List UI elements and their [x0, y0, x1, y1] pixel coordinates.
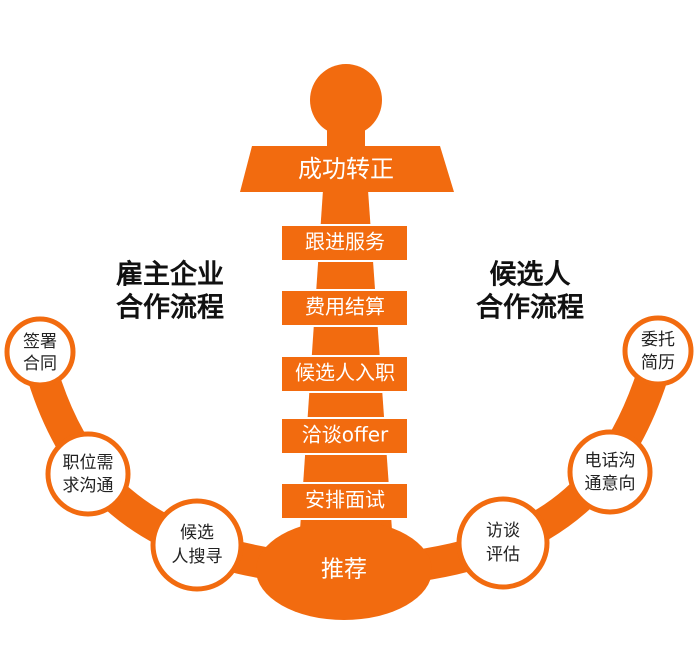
step-label-1: 跟进服务 — [305, 230, 385, 254]
step-list: 跟进服务 费用结算 候选人入职 洽谈offer 安排面试 — [280, 224, 409, 520]
right-title-line-2: 合作流程 — [476, 292, 584, 324]
right-title-line-1: 候选人 — [490, 260, 571, 291]
right-node-1-line-2: 简历 — [641, 353, 675, 373]
left-title-line-1: 雇主企业 — [116, 259, 224, 291]
left-node-3-line-1: 候选 — [180, 523, 214, 543]
step-label-3: 候选人入职 — [295, 361, 395, 385]
left-node-2-line-1: 职位需 — [63, 453, 114, 473]
left-node-3-line-2: 人搜寻 — [172, 547, 223, 567]
top-box-label: 成功转正 — [298, 155, 394, 183]
top-box — [240, 146, 454, 192]
left-node-2-line-2: 求沟通 — [63, 476, 114, 496]
step-box-3 — [280, 355, 409, 393]
left-node-3: 候选 人搜寻 — [150, 498, 244, 592]
right-node-3: 访谈 评估 — [456, 496, 550, 590]
step-label-5: 安排面试 — [305, 488, 385, 512]
left-node-1-line-1: 签署 — [23, 332, 57, 352]
left-node-2: 职位需 求沟通 — [45, 431, 131, 517]
step-box-1 — [280, 224, 409, 262]
step-box-4 — [280, 417, 409, 455]
right-node-2-line-2: 通意向 — [585, 474, 636, 494]
right-node-2: 电话沟 通意向 — [567, 429, 653, 515]
step-box-2 — [280, 289, 409, 327]
right-node-1-line-1: 委托 — [641, 330, 675, 350]
bottom-label: 推荐 — [321, 557, 367, 583]
step-box-5 — [280, 482, 409, 520]
anchor-arm-right — [384, 334, 676, 584]
right-node-3-line-1: 访谈 — [486, 521, 520, 541]
right-node-3-line-2: 评估 — [486, 545, 520, 565]
step-label-4: 洽谈offer — [302, 423, 389, 447]
left-node-1: 签署 合同 — [4, 316, 76, 388]
anchor-base — [256, 520, 432, 620]
right-node-2-line-1: 电话沟 — [585, 451, 636, 471]
left-title-line-2: 合作流程 — [116, 292, 224, 324]
right-node-1: 委托 简历 — [622, 315, 694, 387]
step-label-2: 费用结算 — [305, 295, 385, 319]
anchor-top-ring — [310, 64, 382, 136]
left-node-1-line-2: 合同 — [23, 354, 57, 374]
